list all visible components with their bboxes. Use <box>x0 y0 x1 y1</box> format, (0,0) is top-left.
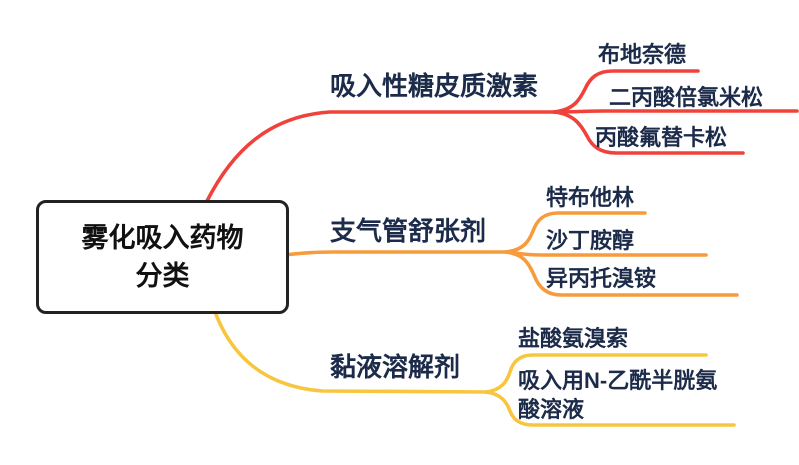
red-fork-middle <box>552 109 799 114</box>
red-fork-down <box>552 110 745 155</box>
yellow-fork-down <box>484 390 736 427</box>
branch-group-mucolytics <box>212 307 736 427</box>
child-node-terbutaline[interactable]: 特布他林 <box>546 185 635 210</box>
yellow-fork-up <box>484 353 708 394</box>
branch-label-inhaled-corticosteroids[interactable]: 吸入性糖皮质激素 <box>330 71 539 101</box>
yellow-branch-curve <box>212 307 488 394</box>
root-node-line1: 雾化吸入药物 <box>81 223 244 253</box>
child-node-ipratropium[interactable]: 异丙托溴铵 <box>546 266 657 291</box>
orange-fork-down <box>504 250 739 297</box>
root-node-line2: 分类 <box>135 261 190 291</box>
orange-fork-up <box>504 211 647 254</box>
child-node-acetylcysteine[interactable]: 吸入用N-乙酰半胱氨酸溶液 <box>518 368 718 422</box>
branch-label-bronchodilators[interactable]: 支气管舒张剂 <box>330 216 487 246</box>
red-fork-up <box>552 69 700 114</box>
orange-branch-curve <box>282 250 508 257</box>
red-branch-curve <box>205 110 556 203</box>
child-node-beclomethasone[interactable]: 二丙酸倍氯米松 <box>609 85 764 110</box>
branch-label-mucolytics[interactable]: 黏液溶解剂 <box>330 352 461 382</box>
child-node-budesonide[interactable]: 布地奈德 <box>598 42 687 67</box>
branch-group-corticosteroids <box>205 69 799 203</box>
root-node[interactable]: 雾化吸入药物 分类 <box>36 200 289 314</box>
child-node-ambroxol[interactable]: 盐酸氨溴索 <box>518 326 629 351</box>
child-node-fluticasone[interactable]: 丙酸氟替卡松 <box>595 125 728 150</box>
child-node-salbutamol[interactable]: 沙丁胺醇 <box>546 228 635 253</box>
